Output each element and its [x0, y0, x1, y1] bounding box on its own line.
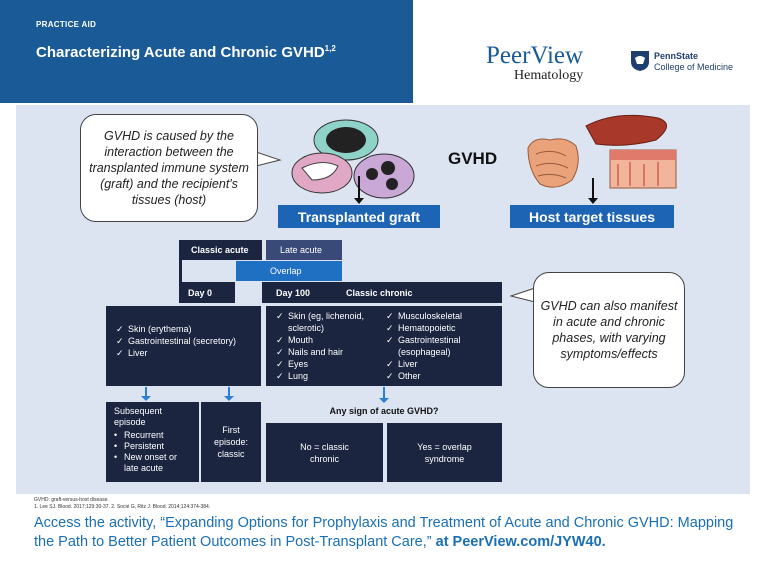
- hematology-label: Hematology: [514, 68, 584, 83]
- title-superscript: 1,2: [324, 44, 336, 53]
- bubble-left-text: GVHD is caused by the interaction betwee…: [89, 129, 249, 207]
- timeline-left-edge: [179, 240, 182, 303]
- acute-symptoms-list: Skin (erythema) Gastrointestinal (secret…: [116, 323, 261, 359]
- immune-cells-illustration: [291, 119, 415, 199]
- classic-chronic-label: Classic chronic: [346, 287, 413, 298]
- subsequent-title: Subsequent episode: [114, 406, 163, 427]
- answer-no-box: No = classic chronic: [266, 423, 383, 482]
- chronic-symptom: Nails and hair: [276, 346, 386, 358]
- chronic-symptom: Lung: [276, 370, 386, 382]
- day0-marker: Day 0: [179, 282, 235, 303]
- chronic-symptoms-list-1: Skin (eg, lichenoid, sclerotic) Mouth Na…: [276, 310, 386, 382]
- peerview-logo: PeerView: [486, 42, 584, 69]
- subsequent-item: Persistent: [114, 441, 194, 452]
- practice-aid-label: PRACTICE AID: [36, 20, 97, 29]
- host-arrow-head: [588, 198, 598, 204]
- references: 1. Lee SJ. Blood. 2017;129:30-37. 2. Soc…: [34, 504, 211, 510]
- header-banner: [0, 0, 413, 103]
- first-episode-box: First episode: classic: [201, 402, 261, 482]
- graft-arrow-line: [358, 176, 360, 200]
- activity-callout: Access the activity, “Expanding Options …: [34, 514, 744, 552]
- graft-arrow-head: [354, 198, 364, 204]
- arrow-line: [228, 387, 230, 397]
- host-arrow-line: [592, 178, 594, 200]
- title-text: Characterizing Acute and Chronic GVHD: [36, 44, 325, 61]
- pennstate-label: PennState: [654, 51, 699, 61]
- chronic-symptom: Skin (eg, lichenoid, sclerotic): [276, 310, 386, 334]
- chronic-symptom: Liver: [386, 358, 498, 370]
- overlap-bar: Overlap: [236, 261, 342, 281]
- gvhd-label: GVHD: [448, 149, 498, 168]
- subsequent-list: Recurrent Persistent New onset or late a…: [114, 430, 194, 474]
- abbreviation-note: GVHD: graft-versus-host disease.: [34, 497, 109, 503]
- acute-symptom: Gastrointestinal (secretory): [116, 335, 261, 347]
- transplanted-graft-label: Transplanted graft: [278, 205, 440, 228]
- chronic-symptoms-box: Skin (eg, lichenoid, sclerotic) Mouth Na…: [266, 306, 502, 386]
- callout-text: Access the activity, “Expanding Options …: [34, 515, 734, 550]
- subsequent-episode-box: Subsequent episode Recurrent Persistent …: [106, 402, 199, 482]
- chronic-symptom: Hematopoietic: [386, 322, 498, 334]
- arrow-line: [145, 387, 147, 397]
- acute-symptoms-box: Skin (erythema) Gastrointestinal (secret…: [106, 306, 261, 386]
- arrow-head: [224, 396, 234, 401]
- acute-symptom: Liver: [116, 347, 261, 359]
- day100-label: Day 100: [276, 287, 311, 298]
- chronic-symptom: Gastrointestinal (esophageal): [386, 334, 498, 358]
- chronic-symptom: Mouth: [276, 334, 386, 346]
- arrow-head: [379, 398, 389, 403]
- bubble-right-text: GVHD can also manifest in acute and chro…: [540, 299, 678, 361]
- late-acute-bar: Late acute: [266, 240, 342, 260]
- classic-acute-bar: Classic acute: [179, 240, 262, 260]
- organs-illustration: [527, 114, 677, 189]
- arrow-line: [383, 387, 385, 399]
- chronic-symptom: Eyes: [276, 358, 386, 370]
- chronic-symptom: Musculoskeletal: [386, 310, 498, 322]
- arrow-head: [141, 396, 151, 401]
- college-label: College of Medicine: [654, 62, 734, 72]
- answer-yes-box: Yes = overlap syndrome: [387, 423, 502, 482]
- subsequent-item: New onset or late acute: [114, 452, 194, 474]
- pennstate-shield-icon: [631, 51, 649, 71]
- activity-link[interactable]: at PeerView.com/JYW40.: [435, 534, 606, 550]
- subsequent-item: Recurrent: [114, 430, 194, 441]
- explanation-bubble-right: GVHD can also manifest in acute and chro…: [533, 272, 685, 388]
- chronic-symptoms-list-2: Musculoskeletal Hematopoietic Gastrointe…: [386, 310, 498, 382]
- acute-sign-question: Any sign of acute GVHD?: [329, 406, 439, 416]
- page-title: Characterizing Acute and Chronic GVHD1,2: [36, 44, 336, 61]
- host-target-tissues-label: Host target tissues: [510, 205, 674, 228]
- bubble-tail: [256, 151, 282, 167]
- classic-chronic-bar: Day 100 Classic chronic: [262, 282, 502, 303]
- acute-symptom: Skin (erythema): [116, 323, 261, 335]
- explanation-bubble-left: GVHD is caused by the interaction betwee…: [80, 114, 258, 222]
- chronic-symptom: Other: [386, 370, 498, 382]
